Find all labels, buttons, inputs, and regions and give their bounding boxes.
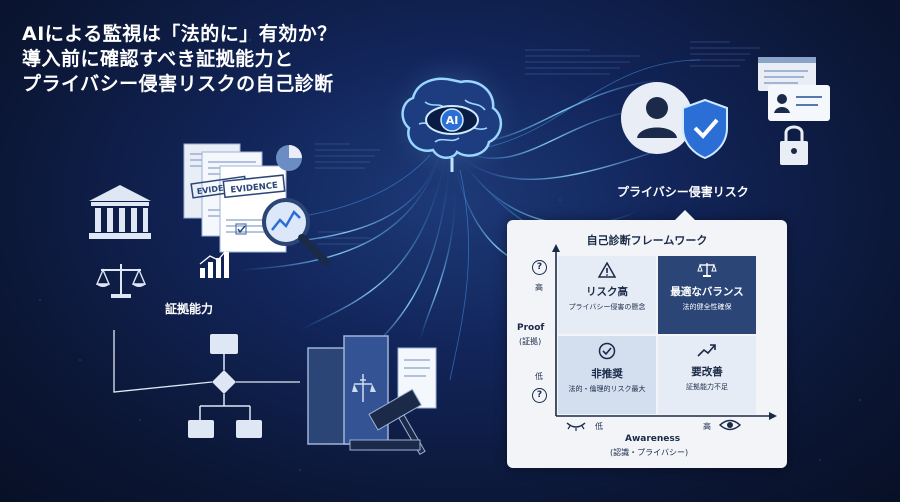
- dot-grid: [39, 39, 861, 471]
- y-axis-label: Proof: [517, 323, 545, 333]
- title-line-2: 導入前に確認すべき証拠能力と: [22, 48, 294, 70]
- eye-open-icon: [719, 419, 741, 431]
- x-axis-sub: (認識・プライバシー): [610, 448, 689, 457]
- brain-label: AI: [446, 114, 459, 127]
- quadrant-risk-high: リスク高 プライバシー侵害の懸念: [558, 256, 656, 334]
- x-axis-label: Awareness: [625, 434, 681, 444]
- title-line-3: プライバシー侵害リスクの自己診断: [22, 73, 334, 95]
- quadrant-needs-improvement: 要改善 証拠能力不足: [658, 336, 756, 414]
- title-line-1: AIによる監視は「法的に」有効か？: [22, 23, 337, 45]
- y-axis-low: 低: [535, 372, 543, 381]
- y-axis-high: 高: [535, 283, 543, 292]
- evidence-stamp-2: EVIDENCE: [230, 181, 279, 196]
- brain-icon: AI: [401, 77, 502, 172]
- quadrant-risk-high-title: リスク高: [586, 286, 628, 298]
- x-axis-high: 高: [703, 422, 711, 431]
- user-shield-icon: [621, 82, 728, 160]
- framework-title: 自己診断フレームワーク: [586, 234, 708, 247]
- warning-icon: [597, 261, 617, 278]
- quadrant-not-recommended-title: 非推奨: [591, 368, 623, 380]
- page-title: AIによる監視は「法的に」有効か？ 導入前に確認すべき証拠能力と プライバシー侵…: [22, 22, 337, 97]
- quadrant-not-recommended-desc: 法的・倫理的リスク最大: [568, 385, 646, 393]
- evidence-label: 証拠能力: [165, 302, 214, 316]
- privacy-label: プライバシー侵害リスク: [617, 185, 749, 199]
- question-icon: ?: [532, 388, 547, 403]
- trend-up-icon: [697, 344, 716, 357]
- framework-axes: [552, 244, 777, 420]
- y-axis-sub: (証拠): [519, 337, 542, 346]
- faint-text-lines: [315, 41, 760, 245]
- eye-closed-icon: [566, 422, 586, 431]
- pie-chart-icon: [276, 145, 302, 171]
- privacy-devices-icon: [758, 57, 830, 165]
- magnifier-icon: [262, 198, 330, 266]
- check-circle-icon: [598, 342, 616, 360]
- scales-icon: [95, 264, 147, 298]
- quadrant-needs-improvement-title: 要改善: [691, 366, 723, 378]
- x-axis-low: 低: [595, 422, 603, 431]
- question-icon: ?: [532, 260, 547, 275]
- self-diagnosis-framework: 自己診断フレームワーク ? 高 Proof (証拠) 低 ? リスク高 プライバ…: [507, 210, 787, 468]
- law-books-gavel-icon: [307, 335, 437, 455]
- quadrant-needs-improvement-desc: 証拠能力不足: [686, 383, 728, 391]
- quadrant-optimal-title: 最適なバランス: [670, 286, 744, 298]
- scales-icon: [697, 263, 717, 277]
- quadrant-optimal-balance: 最適なバランス 法的健全性確保: [658, 256, 756, 334]
- quadrant-not-recommended: 非推奨 法的・倫理的リスク最大: [558, 336, 656, 414]
- courthouse-icon: [89, 185, 151, 239]
- quadrant-optimal-desc: 法的健全性確保: [682, 303, 732, 311]
- flowchart-icon: [113, 330, 300, 438]
- quadrant-risk-high-desc: プライバシー侵害の懸念: [568, 303, 646, 311]
